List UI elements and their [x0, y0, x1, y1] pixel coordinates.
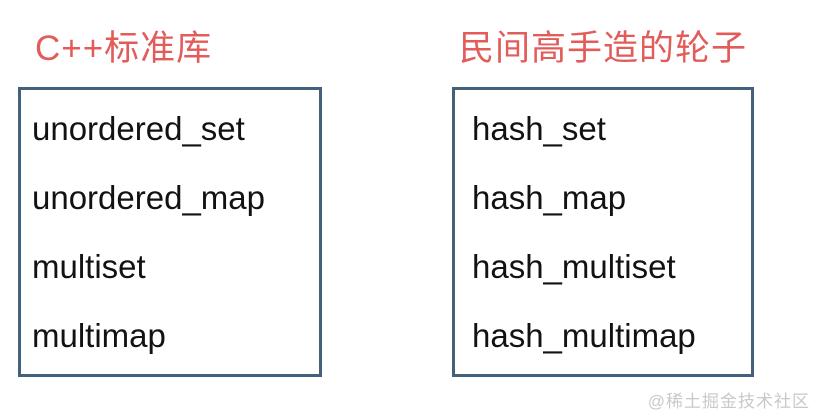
watermark: @稀土掘金技术社区 — [647, 392, 810, 411]
left-column-title: C++标准库 — [35, 29, 213, 68]
list-item: hash_multimap — [472, 317, 696, 354]
right-column-title: 民间高手造的轮子 — [459, 29, 748, 68]
list-item: hash_map — [472, 179, 627, 216]
list-item: hash_multiset — [472, 248, 676, 285]
list-item: multiset — [32, 248, 146, 285]
list-item: unordered_map — [32, 179, 265, 216]
list-item: unordered_set — [32, 110, 245, 147]
list-item: multimap — [32, 317, 166, 354]
community-containers-box: hash_set hash_map hash_multiset hash_mul… — [452, 87, 754, 377]
list-item: hash_set — [472, 110, 606, 147]
std-containers-box: unordered_set unordered_map multiset mul… — [18, 87, 322, 377]
